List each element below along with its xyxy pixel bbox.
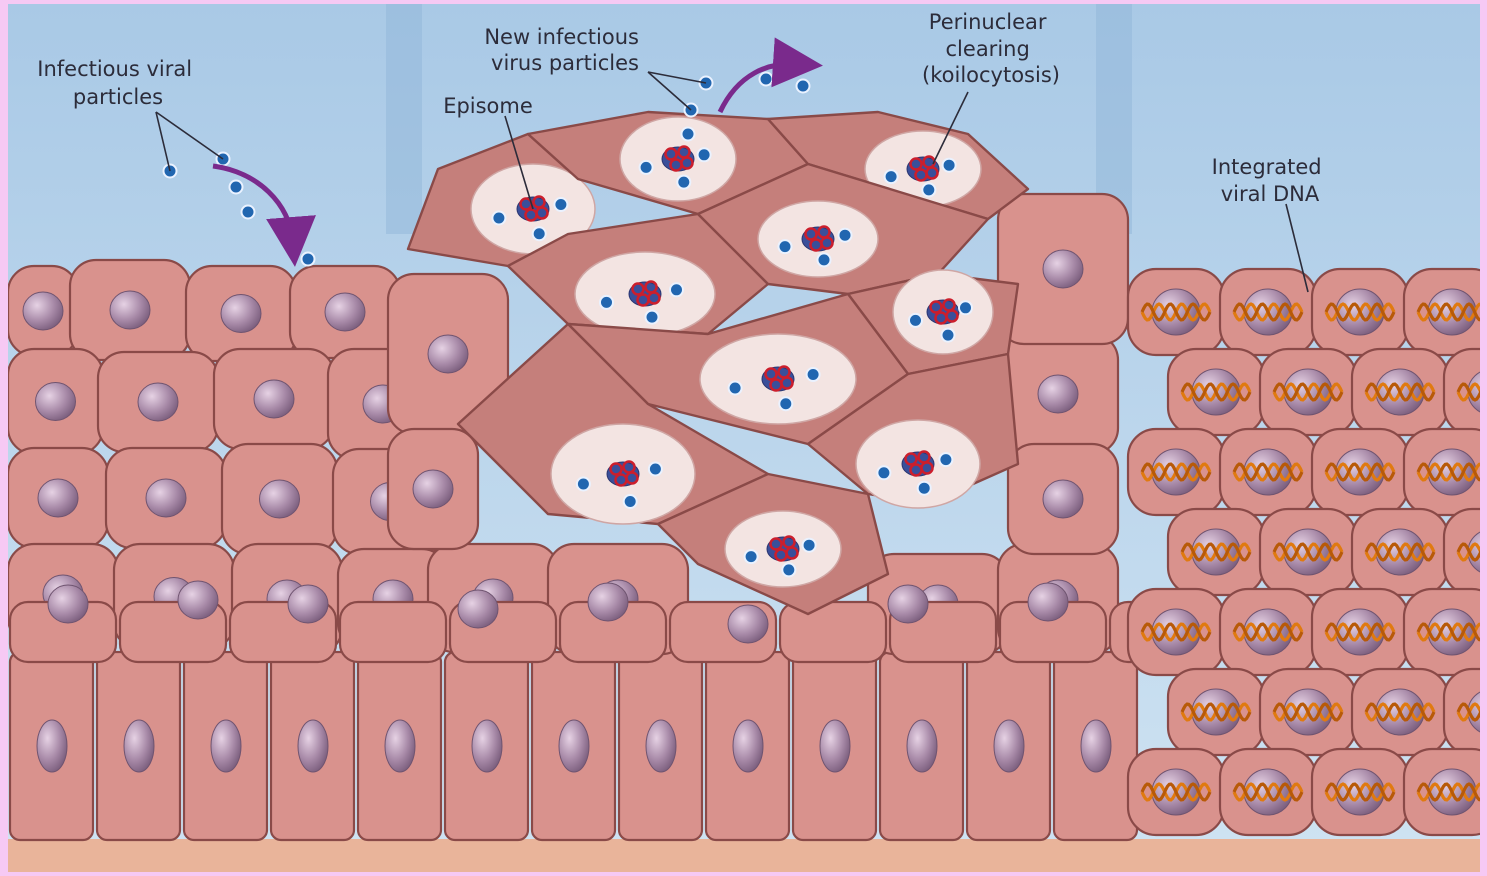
nucleus bbox=[385, 720, 415, 772]
nucleus bbox=[254, 380, 294, 418]
nucleus bbox=[907, 720, 937, 772]
nucleus bbox=[820, 720, 850, 772]
virus-particle-icon bbox=[939, 453, 952, 466]
nucleus bbox=[288, 585, 328, 623]
nucleus bbox=[888, 585, 928, 623]
nucleus bbox=[298, 720, 328, 772]
nucleus bbox=[146, 479, 186, 517]
nucleus bbox=[458, 590, 498, 628]
nucleus bbox=[124, 720, 154, 772]
basement-membrane bbox=[8, 839, 1480, 872]
nucleus bbox=[994, 720, 1024, 772]
virus-particle-icon bbox=[729, 382, 742, 395]
virus-particle-icon bbox=[779, 397, 792, 410]
virus-particle-icon bbox=[959, 301, 972, 314]
virus-particle-icon bbox=[302, 253, 315, 266]
virus-particle-icon bbox=[909, 314, 922, 327]
nucleus bbox=[211, 720, 241, 772]
nucleus bbox=[37, 720, 67, 772]
virus-particle-icon bbox=[943, 159, 956, 172]
virus-particle-icon bbox=[649, 463, 662, 476]
nucleus bbox=[588, 583, 628, 621]
nucleus bbox=[138, 383, 178, 421]
nucleus bbox=[733, 720, 763, 772]
nucleus bbox=[110, 291, 150, 329]
nucleus bbox=[221, 295, 261, 333]
nucleus bbox=[36, 383, 76, 421]
virus-particle-icon bbox=[797, 80, 810, 93]
virus-particle-icon bbox=[922, 183, 935, 196]
nucleus bbox=[646, 720, 676, 772]
virus-particle-icon bbox=[533, 227, 546, 240]
virus-particle-icon bbox=[492, 212, 505, 225]
nucleus bbox=[325, 293, 365, 331]
virus-particle-icon bbox=[885, 170, 898, 183]
virus-particle-icon bbox=[818, 253, 831, 266]
hpv-infection-diagram: Infectious viral particles New infectiou… bbox=[8, 4, 1480, 872]
label-episome: Episome bbox=[443, 94, 533, 118]
virus-particle-icon bbox=[624, 495, 637, 508]
virus-particle-icon bbox=[600, 296, 613, 309]
virus-particle-icon bbox=[577, 478, 590, 491]
nucleus bbox=[1043, 250, 1083, 288]
virus-particle-icon bbox=[670, 283, 683, 296]
nucleus bbox=[260, 480, 300, 518]
virus-particle-icon bbox=[779, 240, 792, 253]
nucleus bbox=[178, 581, 218, 619]
nucleus bbox=[48, 585, 88, 623]
virus-particle-icon bbox=[839, 229, 852, 242]
nucleus bbox=[38, 479, 78, 517]
virus-particle-icon bbox=[646, 311, 659, 324]
virus-particle-icon bbox=[942, 329, 955, 342]
virus-particle-icon bbox=[682, 128, 695, 141]
nucleus bbox=[559, 720, 589, 772]
epithelial-cell bbox=[780, 602, 886, 662]
nucleus bbox=[728, 605, 768, 643]
virus-particle-icon bbox=[698, 148, 711, 161]
virus-particle-icon bbox=[230, 181, 243, 194]
nucleus bbox=[1081, 720, 1111, 772]
virus-particle-icon bbox=[807, 368, 820, 381]
nucleus bbox=[23, 292, 63, 330]
nucleus bbox=[428, 335, 468, 373]
nucleus bbox=[472, 720, 502, 772]
virus-particle-icon bbox=[242, 206, 255, 219]
virus-particle-icon bbox=[877, 466, 890, 479]
virus-particle-icon bbox=[640, 161, 653, 174]
epithelial-cell bbox=[340, 602, 446, 662]
nucleus bbox=[1038, 375, 1078, 413]
virus-particle-icon bbox=[554, 198, 567, 211]
nucleus bbox=[413, 470, 453, 508]
virus-particle-icon bbox=[760, 73, 773, 86]
light-band-left bbox=[386, 4, 422, 234]
virus-particle-icon bbox=[918, 482, 931, 495]
virus-particle-icon bbox=[782, 563, 795, 576]
virus-particle-icon bbox=[745, 550, 758, 563]
nucleus bbox=[1028, 583, 1068, 621]
virus-particle-icon bbox=[803, 539, 816, 552]
virus-particle-icon bbox=[677, 176, 690, 189]
nucleus bbox=[1043, 480, 1083, 518]
